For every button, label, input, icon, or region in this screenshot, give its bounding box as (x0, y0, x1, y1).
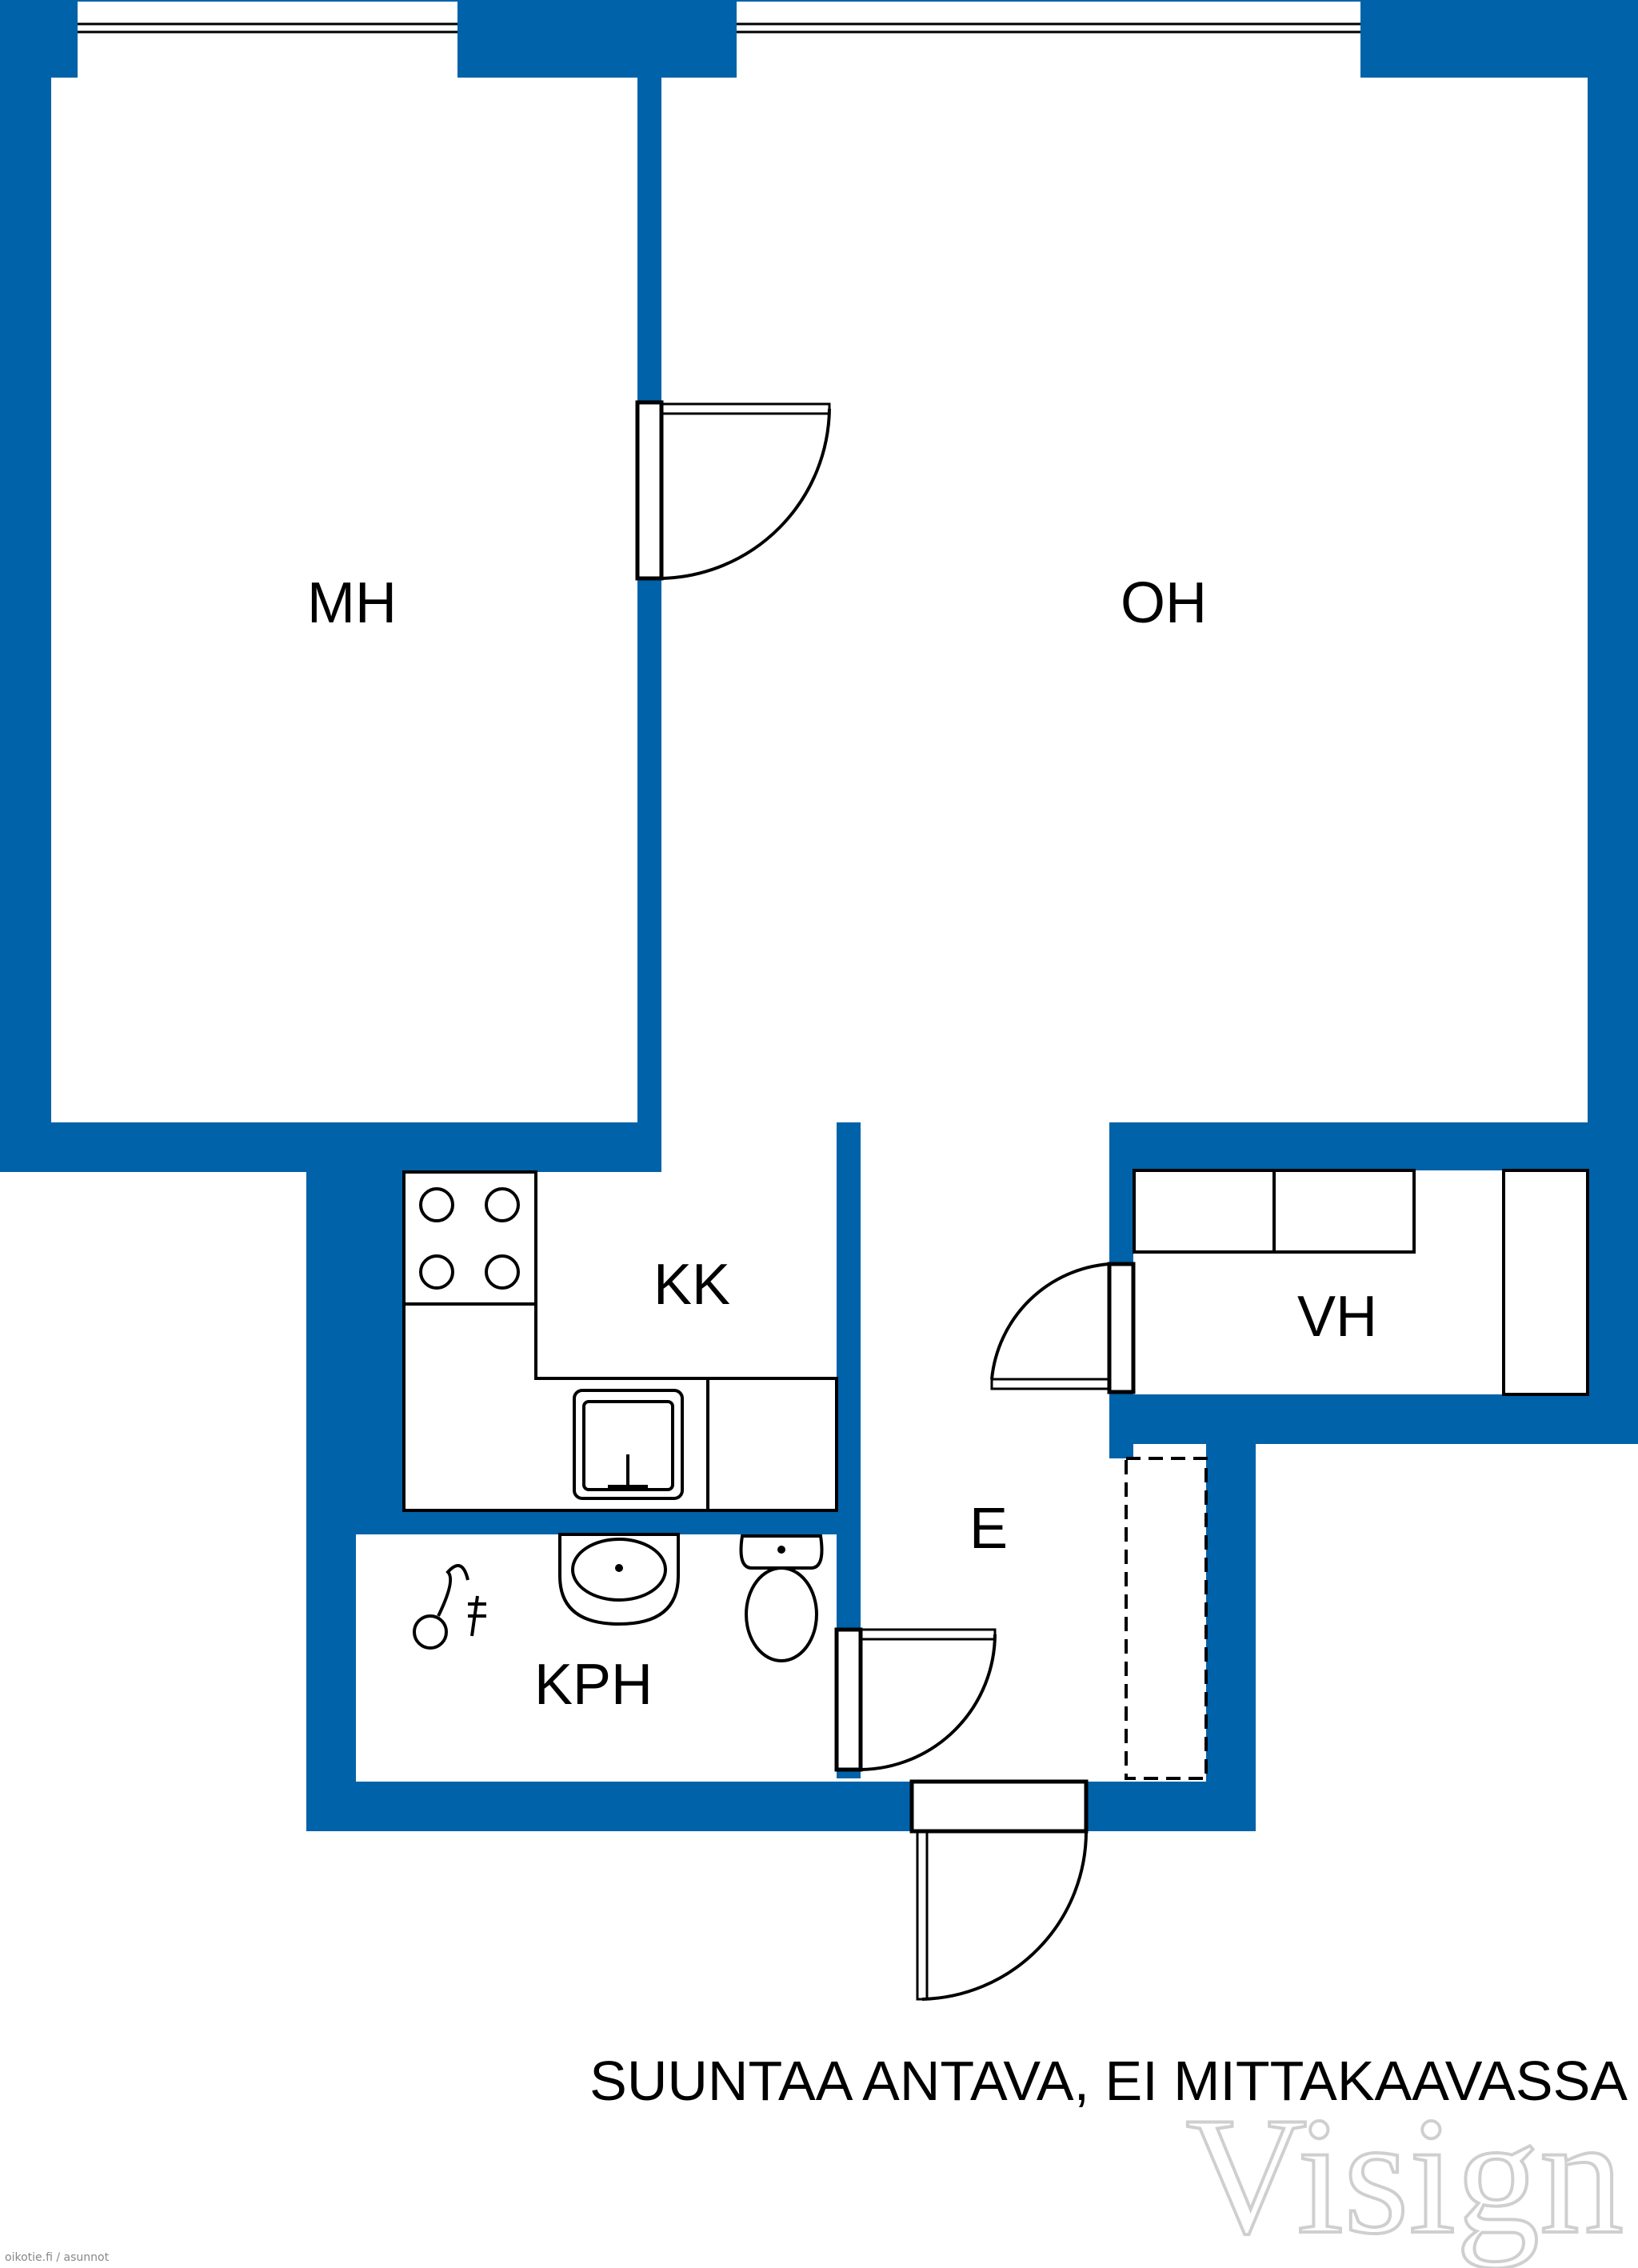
stove-icon (419, 1187, 520, 1290)
doors (635, 400, 1136, 2001)
windows (78, 2, 1360, 78)
room-label-kk: KK (653, 1253, 730, 1317)
door-mh (635, 400, 831, 581)
room-label-mh: MH (307, 571, 397, 635)
kitchen-sink-icon (573, 1389, 684, 1500)
washbasin-icon (558, 1533, 680, 1626)
door-vh (990, 1262, 1136, 1394)
room-label-e: E (969, 1497, 1008, 1561)
disclaimer-text: SUUNTAA ANTAVA, EI MITTAKAAVASSA (589, 2050, 1628, 2112)
shower-icon (413, 1564, 486, 1650)
room-labels: MH OH KK VH E KPH (307, 571, 1377, 1717)
toilet-icon (739, 1534, 824, 1662)
kitchen-fixtures (402, 1170, 838, 1512)
bathroom-fixtures (413, 1533, 824, 1662)
credit-text: oikotie.fi / asunnot (5, 2251, 110, 2264)
room-label-oh: OH (1121, 571, 1207, 635)
walls (0, 0, 1638, 1831)
room-label-vh: VH (1297, 1285, 1377, 1349)
watermark-logo: Visign (1186, 2083, 1624, 2268)
room-label-kph: KPH (534, 1653, 653, 1717)
door-entrance (909, 1779, 1089, 2001)
closet-fixtures (1125, 1169, 1589, 1780)
door-kph (834, 1627, 997, 1772)
